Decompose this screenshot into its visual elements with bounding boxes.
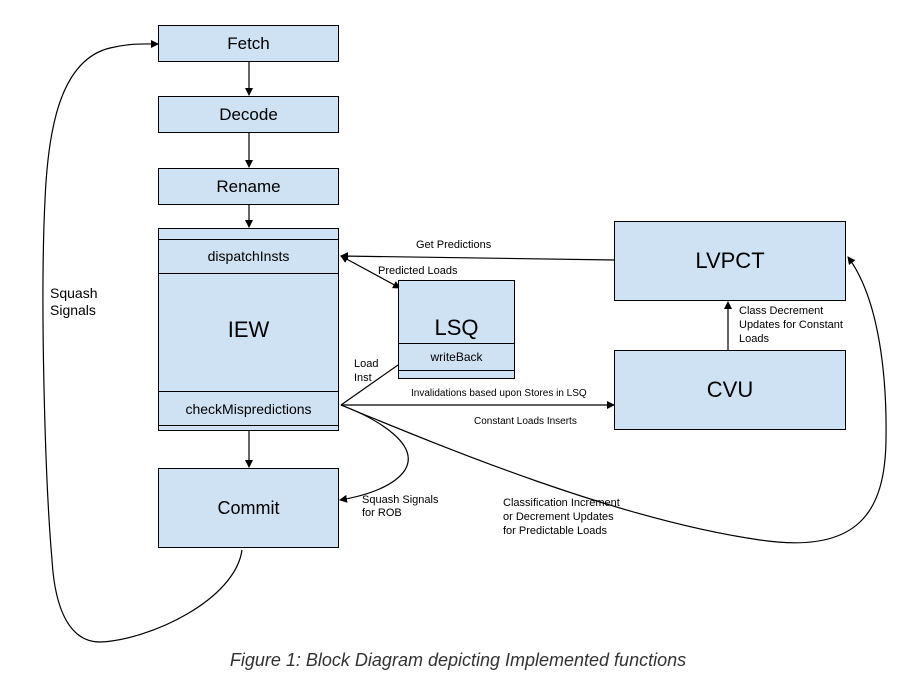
check-mispredictions-label: checkMispredictions [185,400,312,417]
commit-block: Commit [158,468,339,548]
writeback-label: writeBack [430,350,483,364]
get-predictions-label: Get Predictions [416,239,492,251]
classification-label: Classification Increment or Decrement Up… [503,497,620,537]
arrow-load-inst [340,364,399,406]
rename-label: Rename [216,176,281,196]
decode-label: Decode [219,104,278,124]
rename-block: Rename [158,168,339,205]
invalidations-label: Invalidations based upon Stores in LSQ [411,388,587,399]
commit-label: Commit [217,497,280,518]
constant-loads-label: Constant Loads Inserts [474,416,577,427]
iew-title: IEW [227,317,270,342]
iew-block: dispatchInsts IEW checkMispredictions [158,228,339,431]
class-decrement-label: Class Decrement Updates for Constant Loa… [739,305,843,345]
fetch-label: Fetch [227,33,270,53]
cvu-block: CVU [614,350,846,430]
arrow-squash-loop [42,39,243,643]
lsq-block: LSQ writeBack [398,280,515,379]
lsq-title: LSQ [434,315,479,340]
arrow-predicted-loads [340,255,401,289]
lvpct-label: LVPCT [695,248,765,273]
dispatch-insts-label: dispatchInsts [207,248,290,264]
iew-top-strip [159,229,338,240]
squash-signals-label: Squash Signals [50,285,98,318]
lvpct-block: LVPCT [614,221,846,301]
arrow-classification [340,256,887,544]
check-mispredictions-section: checkMispredictions [159,391,338,426]
figure-caption: Figure 1: Block Diagram depicting Implem… [229,650,687,670]
arrow-get-predictions [340,252,616,261]
squash-rob-label: Squash Signals for ROB [362,494,439,519]
fetch-block: Fetch [158,25,339,62]
dispatch-insts-section: dispatchInsts [159,239,338,274]
load-inst-label: Load Inst [354,358,379,384]
predicted-loads-label: Predicted Loads [378,265,458,277]
decode-block: Decode [158,96,339,133]
arrow-squash-rob [339,404,409,503]
writeback-section: writeBack [399,343,514,371]
cvu-label: CVU [706,377,754,402]
